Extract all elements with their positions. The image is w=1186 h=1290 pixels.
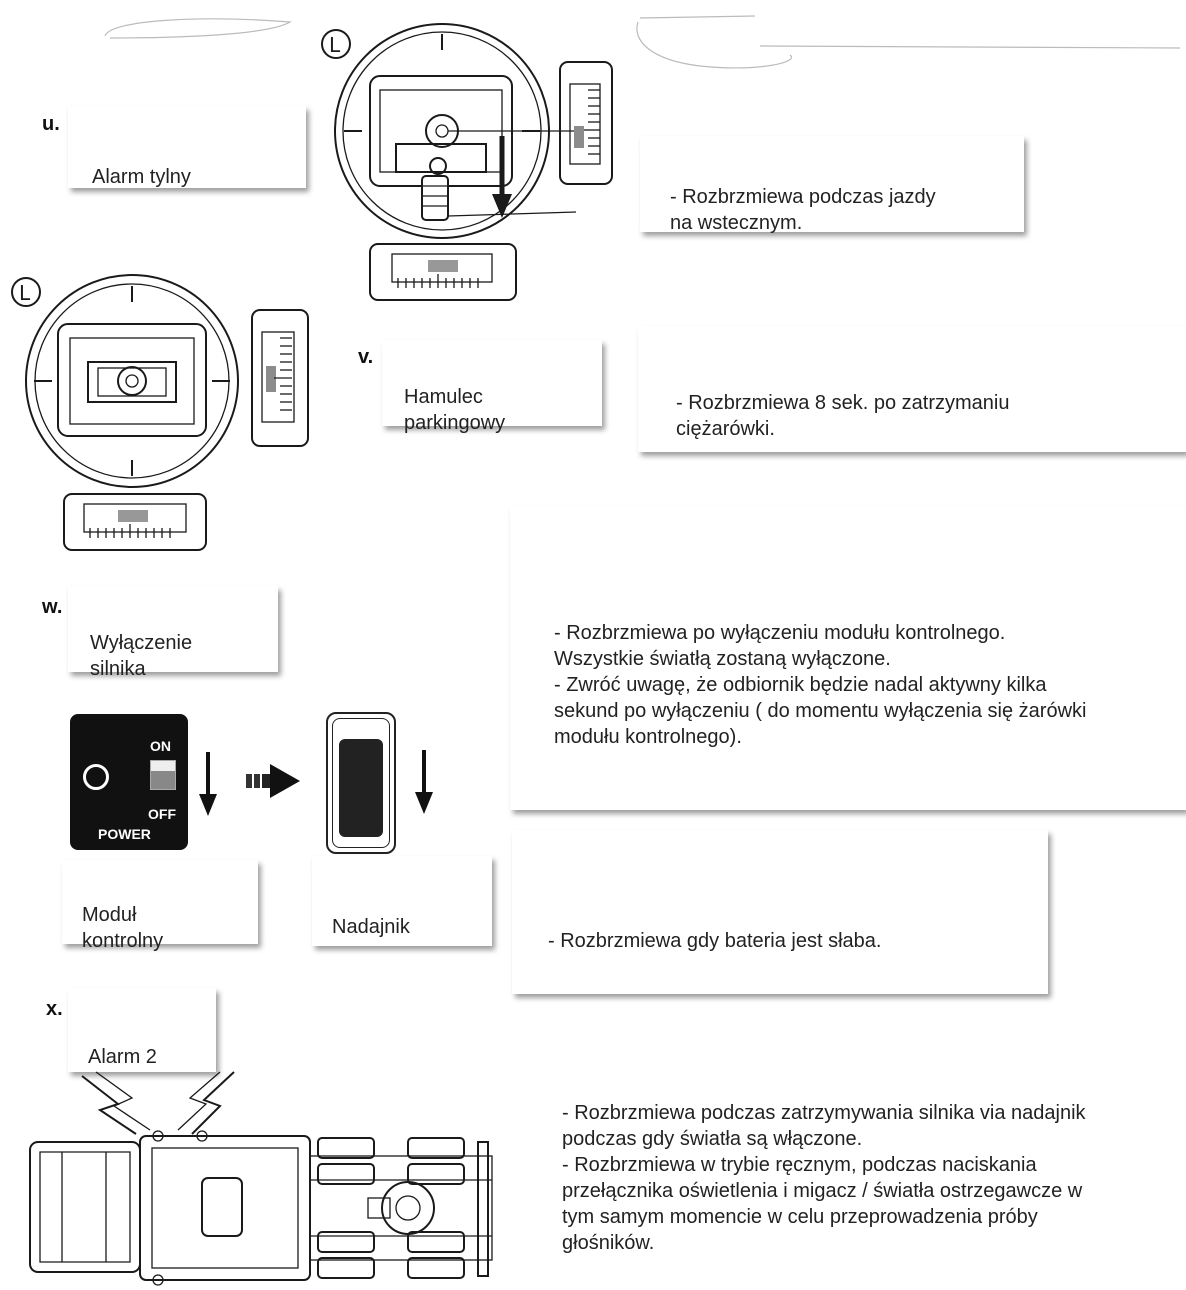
power-switch-icon <box>150 760 176 790</box>
transmitter-switch-graphic <box>326 712 396 854</box>
power-led-icon <box>83 764 109 790</box>
power-on-label: ON <box>150 738 171 754</box>
control-module-label-box: Moduł kontrolny <box>62 860 258 952</box>
section-u-label-box: Alarm tylny <box>68 106 306 188</box>
section-x-description: - Rozbrzmiewa podczas zatrzymywania siln… <box>562 1102 1086 1254</box>
section-x-letter: x. <box>46 998 63 1020</box>
truck-top-view-diagram <box>29 1071 493 1286</box>
power-off-label: OFF <box>148 806 176 822</box>
power-off-sequence-arrows <box>199 750 433 816</box>
section-v-label: Hamulec parkingowy <box>404 386 506 434</box>
section-w-label-box: Wyłączenie silnika <box>68 586 278 680</box>
top-scribbles <box>104 15 1181 69</box>
stick-diagram-reverse: L <box>321 23 613 301</box>
section-u-description-box: - Rozbrzmiewa podczas jazdy na wstecznym… <box>640 136 1024 234</box>
section-w-description: - Rozbrzmiewa po wyłączeniu modułu kontr… <box>554 622 1087 748</box>
transmitter-label: Nadajnik <box>332 916 410 938</box>
section-w-description-box: - Rozbrzmiewa po wyłączeniu modułu kontr… <box>510 506 1186 810</box>
section-x-description-box: - Rozbrzmiewa podczas zatrzymywania siln… <box>518 1016 1186 1290</box>
control-module-label: Moduł kontrolny <box>82 904 164 952</box>
stick-diagram-neutral: L <box>11 274 309 551</box>
section-v-letter: v. <box>358 346 374 368</box>
section-v-label-box: Hamulec parkingowy <box>382 340 602 434</box>
section-w-letter: w. <box>42 596 63 618</box>
section-x-label: Alarm 2 <box>88 1046 157 1068</box>
section-u-letter: u. <box>42 113 60 135</box>
battery-description-box: - Rozbrzmiewa gdy bateria jest słaba. <box>512 830 1048 994</box>
section-w-label: Wyłączenie silnika <box>90 632 193 680</box>
section-u-description: - Rozbrzmiewa podczas jazdy na wstecznym… <box>670 186 936 234</box>
battery-description: - Rozbrzmiewa gdy bateria jest słaba. <box>548 930 882 952</box>
section-u-label: Alarm tylny <box>92 166 191 188</box>
section-v-description-box: - Rozbrzmiewa 8 sek. po zatrzymaniu cięż… <box>638 326 1186 452</box>
power-label: POWER <box>98 826 151 842</box>
svg-text:L: L <box>329 33 341 57</box>
control-module-graphic: ON OFF POWER <box>70 714 188 850</box>
section-x-label-box: Alarm 2 <box>68 988 216 1072</box>
transmitter-label-box: Nadajnik <box>312 856 492 946</box>
section-v-description: - Rozbrzmiewa 8 sek. po zatrzymaniu cięż… <box>676 392 1010 440</box>
svg-text:L: L <box>19 281 31 305</box>
